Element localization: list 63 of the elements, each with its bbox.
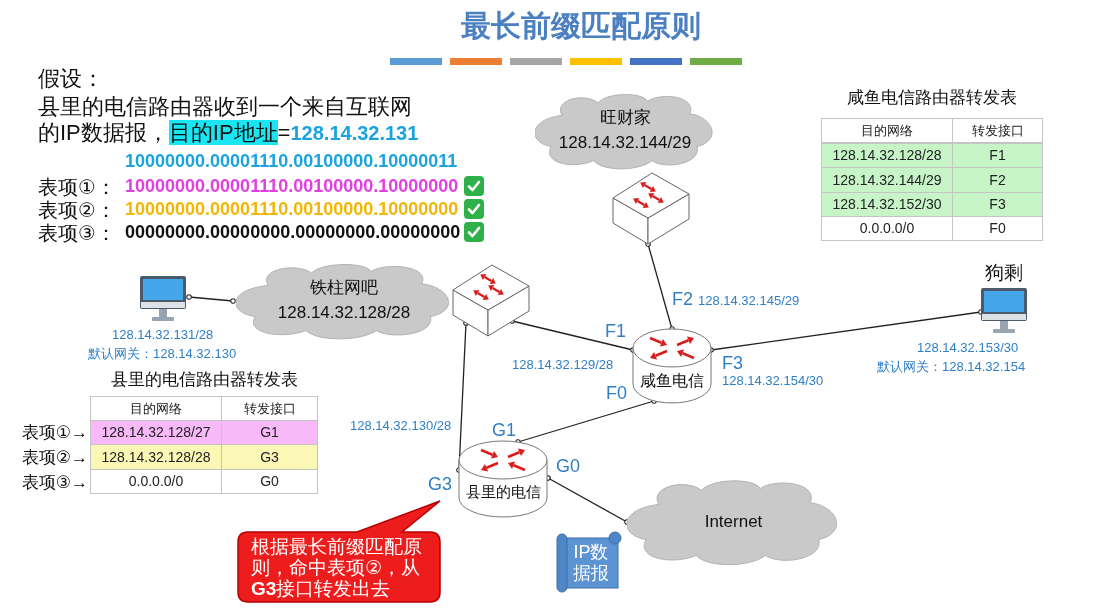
interface-label: G1 <box>492 420 516 442</box>
desktop-computer-icon <box>140 276 186 322</box>
router-name: 县里的电信 <box>465 483 541 501</box>
table-cell: 128.14.32.128/28 <box>90 444 222 470</box>
network-switch-icon <box>452 262 530 338</box>
table-cell: F3 <box>952 192 1043 217</box>
table-cell: F2 <box>952 167 1043 193</box>
table-header-cell: 目的网络 <box>821 118 953 143</box>
table-cell: G0 <box>221 469 318 494</box>
gateway-label: 默认网关：128.14.32.154 <box>877 359 1026 375</box>
table-cell: 128.14.32.144/29 <box>821 167 953 193</box>
table-cell: F1 <box>952 143 1043 168</box>
table-cell: 128.14.32.128/27 <box>90 420 222 445</box>
table-title: 县里的电信路由器转发表 <box>110 370 298 391</box>
ip-address-label: 128.14.32.130/28 <box>350 418 452 434</box>
binary-address: 10000000.00001110.00100000.10000000 <box>125 199 459 221</box>
host-name: 狗剩 <box>985 262 1023 285</box>
connector-line <box>186 294 236 304</box>
premise-heading: 假设： <box>38 66 104 92</box>
table-header-cell: 转发接口 <box>221 396 318 421</box>
ip-address-label: 128.14.32.154/30 <box>722 373 824 389</box>
binary-address: 10000000.00001110.00100000.10000011 <box>125 151 458 173</box>
table-cell: 128.14.32.128/28 <box>821 143 953 168</box>
callout-bubble: 根据最长前缀匹配原则，命中表项②，从G3接口转发出去 <box>237 499 442 604</box>
interface-label: F1 <box>605 321 626 343</box>
network-name: 旺财家 <box>599 107 651 130</box>
interface-label: F2 <box>672 289 693 311</box>
table-title: 咸鱼电信路由器转发表 <box>847 88 1017 109</box>
network-address: 128.14.32.144/29 <box>558 132 692 154</box>
entry-label: 表项③： <box>38 221 116 245</box>
network-switch-icon <box>612 170 690 246</box>
network-name: Internet <box>704 510 763 533</box>
premise-text: 县里的电信路由器收到一个来自互联网的IP数据报，目的IP地址=128.14.32.131 <box>38 94 420 146</box>
interface-label: F0 <box>606 383 627 405</box>
table-cell: F0 <box>952 216 1043 241</box>
table-header-cell: 目的网络 <box>90 396 222 421</box>
entry-label: 表项①： <box>38 175 116 199</box>
table-header-cell: 转发接口 <box>952 118 1043 143</box>
table-cell: G3 <box>221 444 318 470</box>
ip-address-label: 128.14.32.129/28 <box>512 357 614 373</box>
interface-label: G0 <box>556 456 580 478</box>
gateway-label: 默认网关：128.14.32.130 <box>88 346 237 362</box>
connector-line <box>456 320 469 473</box>
binary-address: 00000000.00000000.00000000.00000000 <box>125 222 461 244</box>
table-cell: 128.14.32.152/30 <box>821 192 953 217</box>
router-name: 咸鱼电信 <box>640 371 704 391</box>
table-cell: 0.0.0.0/0 <box>90 469 222 494</box>
table-cell: 0.0.0.0/0 <box>821 216 953 241</box>
row-label: 表项③→ <box>21 472 88 494</box>
host-ip-label: 128.14.32.153/30 <box>917 340 1019 356</box>
host-ip-label: 128.14.32.131/28 <box>112 327 214 343</box>
row-label: 表项②→ <box>21 447 88 469</box>
entry-label: 表项②： <box>38 198 116 222</box>
network-name: 铁柱网吧 <box>310 277 378 300</box>
row-label: 表项①→ <box>21 422 88 444</box>
interface-label: G3 <box>428 474 452 496</box>
binary-address: 10000000.00001110.00100000.10000000 <box>125 176 459 198</box>
ip-address-label: 128.14.32.145/29 <box>698 293 800 309</box>
slide-title: 最长前缀匹配原则 <box>461 8 701 44</box>
interface-label: F3 <box>722 353 743 375</box>
table-cell: G1 <box>221 420 318 445</box>
connector-line <box>515 398 657 445</box>
network-address: 128.14.32.128/28 <box>277 302 411 324</box>
